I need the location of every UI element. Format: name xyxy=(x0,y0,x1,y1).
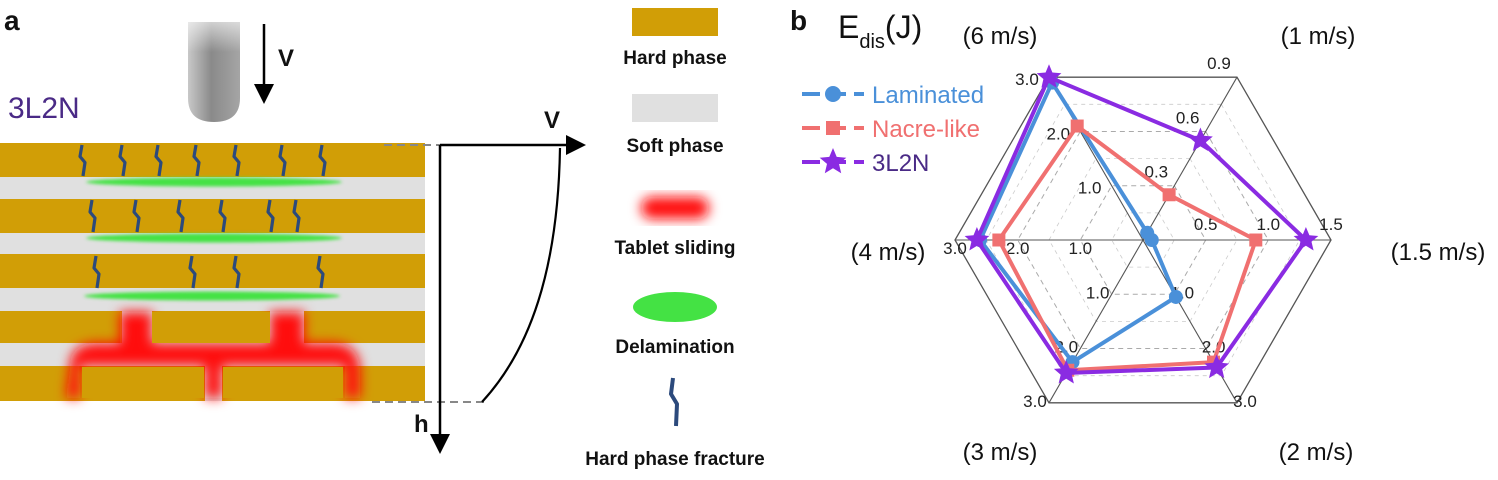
radar-spoke xyxy=(1142,76,1238,241)
hard-phase-fracture xyxy=(232,255,241,289)
legend-icon-fracture xyxy=(669,377,679,427)
radar-tick-label: 0.5 xyxy=(1194,215,1218,234)
hard-phase-tablet xyxy=(0,254,425,288)
hard-phase-fracture xyxy=(278,144,287,177)
legend-series-label: Laminated xyxy=(872,82,984,109)
legend-series-label: 3L2N xyxy=(872,150,929,177)
legend-label-delam: Delamination xyxy=(615,337,734,358)
radar-series-3l2n xyxy=(964,64,1319,384)
radar-tick-label: 0.9 xyxy=(1207,54,1231,73)
radar-point xyxy=(1204,354,1229,379)
panel-b-letter: b xyxy=(790,5,807,36)
radar-point xyxy=(992,233,1006,247)
hard-phase-tablet xyxy=(223,367,343,398)
radar-axis-label: (6 m/s) xyxy=(963,23,1038,50)
chart-title: Edis(J) xyxy=(838,9,922,53)
radar-axis-label: (1.5 m/s) xyxy=(1391,239,1486,266)
laminate-schematic xyxy=(0,143,425,401)
legend-marker-star xyxy=(819,148,847,174)
hard-phase-tablet xyxy=(152,312,270,343)
sample-label: 3L2N xyxy=(8,92,80,125)
radar-axis-label: (3 m/s) xyxy=(963,439,1038,466)
hard-phase-fracture xyxy=(78,144,87,177)
hard-phase-fracture xyxy=(154,144,163,177)
radar-tick-label: 3.0 xyxy=(1015,70,1039,89)
radar-axis-label: (2 m/s) xyxy=(1279,439,1354,466)
radar-point xyxy=(1168,289,1183,304)
hard-phase-fracture xyxy=(188,255,197,289)
legend-series-label: Nacre-like xyxy=(872,116,980,143)
radar-tick-label: 3.0 xyxy=(1023,392,1047,411)
legend-icon-delam xyxy=(633,292,717,322)
radar-point xyxy=(1070,119,1084,133)
legend-icon-sliding xyxy=(641,197,709,219)
legend-label-hard: Hard phase xyxy=(623,48,726,69)
legend-label-soft: Soft phase xyxy=(626,136,723,157)
hard-phase-fracture xyxy=(192,144,201,177)
delamination-crack xyxy=(84,291,340,301)
hard-phase-fracture xyxy=(176,199,185,233)
hard-phase-fracture xyxy=(292,199,301,233)
legend-label-sliding: Tablet sliding xyxy=(614,238,735,259)
radar-tick-label: 2.0 xyxy=(1047,124,1071,143)
hard-phase-fracture xyxy=(318,144,327,177)
profile-velocity-label: V xyxy=(544,107,560,134)
hard-phase-fracture xyxy=(232,144,241,177)
hard-phase-fracture xyxy=(88,199,97,233)
hard-phase-tablet xyxy=(0,311,122,343)
radar-tick-label: 2.0 xyxy=(1055,338,1079,357)
radar-tick-label: 1.5 xyxy=(1319,215,1343,234)
hard-phase-fracture xyxy=(92,255,101,289)
radar-tick-label: 2.0 xyxy=(1006,239,1030,258)
velocity-profile-curve xyxy=(481,147,562,403)
hard-phase-tablet xyxy=(0,199,425,233)
hard-phase-fracture xyxy=(132,199,141,233)
radar-axis-label: (1 m/s) xyxy=(1281,23,1356,50)
delamination-crack xyxy=(86,233,342,243)
hard-phase-fracture xyxy=(266,199,275,233)
radar-axis-label: (4 m/s) xyxy=(851,239,926,266)
radar-point xyxy=(1036,64,1062,88)
legend-marker-circle xyxy=(825,86,841,102)
indenter xyxy=(188,22,240,122)
legend-label-fracture: Hard phase fracture xyxy=(585,449,765,470)
velocity-label: V xyxy=(278,45,294,72)
radar-chart: 0.3 0.6 0.9 0.5 1.0 1.5 1.0 2.0 3.0 1.0 2.0 3.0 1.0 2… xyxy=(851,23,1486,466)
radar-tick-label: 0.3 xyxy=(1145,163,1169,182)
radar-point xyxy=(964,227,990,251)
radar-tick-label: 1.0 xyxy=(1257,215,1281,234)
radar-tick-label: 1.0 xyxy=(1086,283,1110,302)
hard-phase-tablet xyxy=(82,367,204,398)
radar-point xyxy=(1144,233,1159,247)
legend-icon-soft xyxy=(632,94,718,122)
hard-phase-tablet xyxy=(0,143,425,177)
radar-point xyxy=(1188,127,1213,151)
delamination-crack xyxy=(86,177,342,187)
depth-label: h xyxy=(414,411,429,438)
hard-phase-fracture xyxy=(218,199,227,233)
legend-icon-hard xyxy=(632,8,718,36)
radar-tick-label: 3.0 xyxy=(1233,392,1257,411)
radar-tick-label: 0.6 xyxy=(1176,108,1200,127)
tablet-sliding-region xyxy=(66,312,360,398)
radar-point xyxy=(1293,227,1319,251)
hard-phase-fracture xyxy=(316,255,325,289)
radar-point xyxy=(1053,360,1079,384)
hard-phase-fracture xyxy=(118,144,127,177)
radar-tick-label: 1.0 xyxy=(1078,179,1102,198)
radar-point xyxy=(1162,188,1176,202)
panel-a-letter: a xyxy=(4,5,20,36)
hard-phase-tablet xyxy=(304,311,425,343)
radar-tick-label: 1.0 xyxy=(1069,239,1093,258)
radar-tick-label: 3.0 xyxy=(943,239,967,258)
radar-point xyxy=(1249,233,1263,247)
legend-marker-square xyxy=(826,121,840,135)
